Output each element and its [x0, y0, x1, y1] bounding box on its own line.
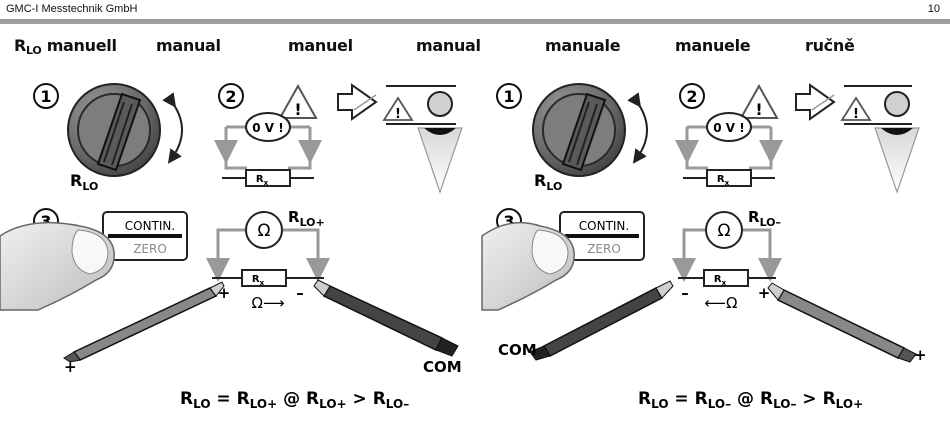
formula-right: RLO = RLO– @ RLO– > RLO+: [638, 389, 863, 411]
lang-german-text: manuell: [46, 36, 117, 55]
contin-zero-key-right: CONTIN. ZERO: [559, 211, 645, 261]
display-indicator-right: !: [795, 83, 920, 194]
left-measure-circuit: Ω RLO+ Rx + – Ω⟶: [206, 208, 330, 312]
view-cone-icon: [417, 127, 463, 194]
dial-label-main: R: [70, 171, 82, 190]
probe-com-icon: [313, 279, 459, 357]
step-3-number: 3: [40, 212, 51, 231]
warning-triangle-icon-right: !: [739, 83, 779, 119]
eye-icon: [424, 128, 456, 135]
svg-text:Rx: Rx: [717, 174, 730, 187]
rotary-dial-right: [532, 83, 626, 177]
finger-icon: [0, 221, 115, 311]
right-direction-label: ⟵Ω: [705, 294, 738, 312]
direction-label: Ω⟶: [252, 294, 285, 312]
rotate-arrow-icon-right: [627, 92, 648, 164]
header-rule: [0, 19, 950, 24]
lang-english: manual: [156, 36, 221, 55]
probe-com-label: COM: [423, 358, 462, 376]
step-1-badge: 1: [33, 83, 59, 109]
dial-label-right: RLO: [534, 171, 562, 193]
display-indicator: !: [337, 83, 463, 194]
minus-terminal-label: –: [296, 284, 304, 302]
svg-text:RLO+: RLO+: [288, 208, 325, 229]
probe-plus-icon: [63, 281, 225, 363]
ohm-symbol: Ω: [258, 221, 271, 241]
svg-text:2: 2: [686, 87, 697, 106]
rlo-plus-label-main: R: [288, 208, 300, 226]
company-name: GMC-I Messtechnik GmbH: [6, 3, 138, 15]
lang-czech: ručně: [805, 36, 855, 55]
warning-mark: !: [294, 100, 301, 119]
rlo-prefix-sub: LO: [26, 44, 42, 57]
right-half: 1 RLO 2 ! 0 V !: [481, 83, 927, 411]
page-number: 10: [927, 3, 940, 15]
svg-text:Rx: Rx: [714, 274, 727, 287]
dial-label-sub: LO: [82, 180, 98, 193]
rotate-arrow-icon: [162, 92, 183, 164]
probe-com-icon-right: [529, 280, 674, 361]
svg-text:0 V !: 0 V !: [713, 121, 744, 135]
svg-text:Rx: Rx: [256, 174, 269, 187]
svg-text:1: 1: [503, 87, 514, 106]
lang-german: RLO manuell: [14, 36, 117, 57]
rlo-minus-label-sub: LO–: [760, 216, 781, 229]
resistor-sub: x: [264, 179, 269, 187]
led-icon: [427, 91, 453, 117]
voltage-text: 0 V !: [252, 121, 283, 135]
indicator-warning-mark: !: [395, 107, 401, 122]
lang-spanish: manual: [416, 36, 481, 55]
dial-label: RLO: [70, 171, 98, 193]
step-1-number: 1: [40, 87, 51, 106]
svg-text:!: !: [755, 100, 762, 119]
svg-text:Rx: Rx: [252, 274, 265, 287]
rlo-plus-label-sub: LO+: [300, 216, 325, 229]
probe-plus-icon-right: [767, 282, 917, 363]
probe-plus-label-right: +: [914, 346, 927, 364]
voltage-check: 0 V ! Rx: [214, 112, 322, 187]
svg-text:3: 3: [503, 212, 514, 231]
key-bottom-label: ZERO: [133, 242, 167, 256]
probe-plus-label: +: [64, 358, 77, 376]
arrow-right-icon: [337, 83, 378, 121]
rlo-minus-label-main: R: [748, 208, 760, 226]
formula-left: RLO = RLO+ @ RLO+ > RLO–: [180, 389, 409, 411]
step-1-badge-right: 1: [496, 83, 522, 109]
lang-french: manuel: [288, 36, 353, 55]
arrow-right-icon-2: [795, 83, 836, 121]
voltage-check-right: 0 V ! Rx: [675, 112, 783, 187]
svg-text:Ω: Ω: [718, 221, 731, 241]
lang-dutch: manuele: [675, 36, 751, 55]
svg-text:ZERO: ZERO: [587, 242, 621, 256]
right-measure-circuit: Ω RLO– Rx – + ⟵Ω: [672, 208, 782, 312]
right-minus-terminal-label: –: [681, 284, 689, 302]
svg-text:!: !: [853, 107, 859, 122]
step-2-badge-right: 2: [679, 83, 705, 109]
rlo-prefix: R: [14, 36, 27, 55]
svg-text:CONTIN.: CONTIN.: [579, 219, 629, 233]
page-header: GMC-I Messtechnik GmbH 10: [0, 0, 950, 20]
svg-text:RLO–: RLO–: [748, 208, 781, 229]
warning-triangle-icon: !: [278, 83, 318, 119]
step-2-number: 2: [225, 87, 236, 106]
view-cone-icon-right: [874, 127, 920, 194]
eye-icon-right: [881, 128, 913, 135]
lang-italian: manuale: [545, 36, 621, 55]
resistor-main: R: [256, 174, 264, 185]
probe-com-label-right: COM: [498, 341, 537, 359]
step-2-badge: 2: [218, 83, 244, 109]
contin-zero-key: CONTIN. ZERO: [102, 211, 188, 261]
right-plus-terminal-label: +: [758, 284, 771, 302]
finger-icon-right: [481, 221, 575, 311]
key-top-label: CONTIN.: [125, 219, 175, 233]
led-icon-right: [884, 91, 910, 117]
left-half: 1 RLO 2 ! 0 V !: [0, 83, 463, 411]
rotary-dial: [67, 83, 161, 177]
